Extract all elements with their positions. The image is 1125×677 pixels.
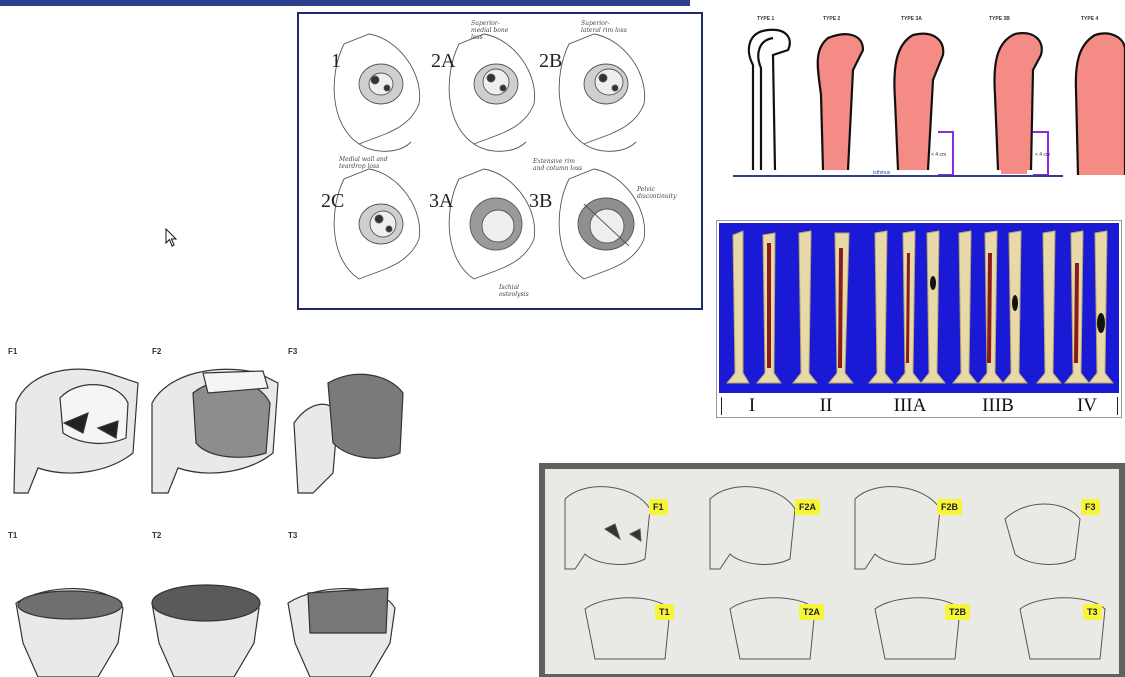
acetabular-note: Extensive rim and column loss	[533, 158, 585, 172]
acetabular-defect-panel: 1 2A 2B 2C 3A 3B Superior-medial bone lo…	[297, 12, 703, 310]
femur-type-roman: I	[737, 395, 767, 417]
fracture-drawings-panel: F1 F2 F3 T1 T2 T3	[8, 343, 408, 677]
pencil-sketches	[545, 469, 1119, 674]
femur-type-roman: IIIB	[973, 395, 1023, 417]
pencil-tag: F2B	[937, 499, 962, 515]
acetabular-note: Medial wall and teardrop loss	[339, 156, 389, 170]
acetabular-note: Superior-medial bone loss	[471, 20, 517, 41]
femur-type-label: TYPE 2	[823, 16, 840, 22]
pencil-tag: F1	[649, 499, 668, 515]
pencil-tag: T2A	[799, 604, 824, 620]
acetabular-label: 2C	[321, 190, 344, 213]
acetabular-note: Superior-lateral rim loss	[581, 20, 627, 34]
acetabular-label: 2A	[431, 50, 455, 73]
femur-photos	[719, 223, 1119, 393]
acetabular-note: Pelvic discontinuity	[637, 186, 677, 200]
acetabular-label: 3A	[429, 190, 453, 213]
measure-label: < 4 cm	[931, 152, 946, 158]
femur-photo-panel: I II IIIA IIIB IV	[716, 220, 1122, 418]
mouse-pointer-icon	[165, 228, 179, 248]
acetabular-label: 1	[331, 50, 341, 73]
femur-type-label: TYPE 3B	[989, 16, 1010, 22]
pencil-tag: T1	[655, 604, 674, 620]
acetabular-note: Ischial osteolysis	[499, 284, 543, 298]
label-divider	[721, 397, 722, 415]
femur-type-roman: II	[811, 395, 841, 417]
pencil-tag: T3	[1083, 604, 1102, 620]
bone-defect-drawings	[8, 343, 408, 677]
femur-type-roman: IIIA	[885, 395, 935, 417]
femur-type-label: TYPE 4	[1081, 16, 1098, 22]
femur-type-label: TYPE 3A	[901, 16, 922, 22]
baseline-label: isthmus	[873, 170, 890, 176]
pencil-tag: F2A	[795, 499, 820, 515]
label-divider	[1117, 397, 1118, 415]
measure-label: < 4 cm	[1035, 152, 1050, 158]
femur-photo-background	[719, 223, 1119, 393]
pencil-tag: T2B	[945, 604, 970, 620]
pencil-tag: F3	[1081, 499, 1100, 515]
femur-type-diagrams	[733, 10, 1125, 182]
femur-type-roman: IV	[1067, 395, 1107, 417]
acetabular-label: 3B	[529, 190, 552, 213]
femoral-defect-types-panel: TYPE 1 TYPE 2 TYPE 3A TYPE 3B TYPE 4 < 4…	[733, 10, 1125, 182]
acetabular-label: 2B	[539, 50, 562, 73]
pencil-drawings-sheet: F1 F2A F2B F3 T1 T2A T2B T3	[545, 469, 1119, 674]
slide-header-bar	[0, 0, 690, 6]
pencil-drawings-panel: F1 F2A F2B F3 T1 T2A T2B T3	[539, 463, 1125, 677]
femur-type-label: TYPE 1	[757, 16, 774, 22]
